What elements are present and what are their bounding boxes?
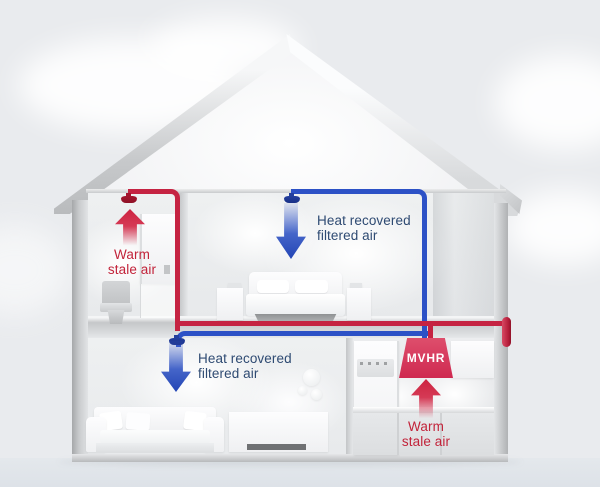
extract-duct-bathroom [128,189,180,331]
wall-decor-circle-small [298,386,307,395]
cloud [0,225,70,315]
kitchen-cabinet-seam [397,413,399,455]
label-line: Heat recovered [317,213,411,228]
bed-mattress [246,294,345,316]
sofa-seat [100,430,210,444]
bed-base [254,314,337,323]
kitchen-cabinet-seam [440,413,442,455]
shower-control [164,265,170,274]
warm-stale-air-label-bathroom: Warm stale air [90,247,174,277]
extract-vent-stem [126,193,131,198]
wall-living-kitchen [346,338,353,455]
cloud [495,55,600,150]
mvhr-unit: MVHR [399,338,453,378]
house-shadow [58,458,522,466]
label-line: Warm [114,247,150,262]
nightstand-right [347,288,371,320]
heat-recovered-label-living: Heat recovered filtered air [198,351,318,381]
wall-right [494,203,508,460]
nightstand-left [217,288,243,320]
sofa-base [96,443,214,453]
wall-left [72,200,88,460]
supply-vent-stem [174,335,179,340]
label-line: Warm [408,419,444,434]
shower-column [140,214,176,284]
extract-duct-mvhr-stub [428,324,433,342]
warm-stale-air-label-kitchen: Warm stale air [384,419,468,449]
label-line: Heat recovered [198,351,292,366]
bed-pillow-left [257,280,289,293]
extract-duct-main [175,321,504,326]
shower-glass [140,284,177,318]
heat-recovered-label-bedroom: Heat recovered filtered air [317,213,437,243]
supply-vent-stem [289,193,294,198]
house-base [72,454,508,462]
kitchen-base-cabinets [353,413,494,455]
supply-duct-living [176,331,429,347]
label-line: stale air [401,433,451,449]
wall-decor-circle-mid [311,389,322,400]
toilet-tank [102,281,130,307]
toilet-pedestal [107,310,125,324]
wall-decor-circle-large [303,369,320,386]
bedroom-right-recess [433,193,494,319]
label-line: stale air [107,261,157,277]
label-line: filtered air [198,365,259,381]
mvhr-label: MVHR [406,351,446,365]
toilet-seat [100,303,132,312]
exhaust-terminal-icon [502,317,511,347]
supply-vent-icon [284,196,300,203]
sofa-pillow-mid [125,412,151,431]
supply-duct-bedroom [291,189,427,346]
bed-pillow-right [295,280,328,293]
sideboard-recess [247,444,306,450]
ground [0,458,600,487]
oven-knobs [360,362,391,365]
wall-bathroom-bedroom [179,193,188,319]
extract-vent-icon [121,196,137,203]
kitchen-wall-cabinet-right [451,341,494,378]
label-line: filtered air [317,227,378,243]
